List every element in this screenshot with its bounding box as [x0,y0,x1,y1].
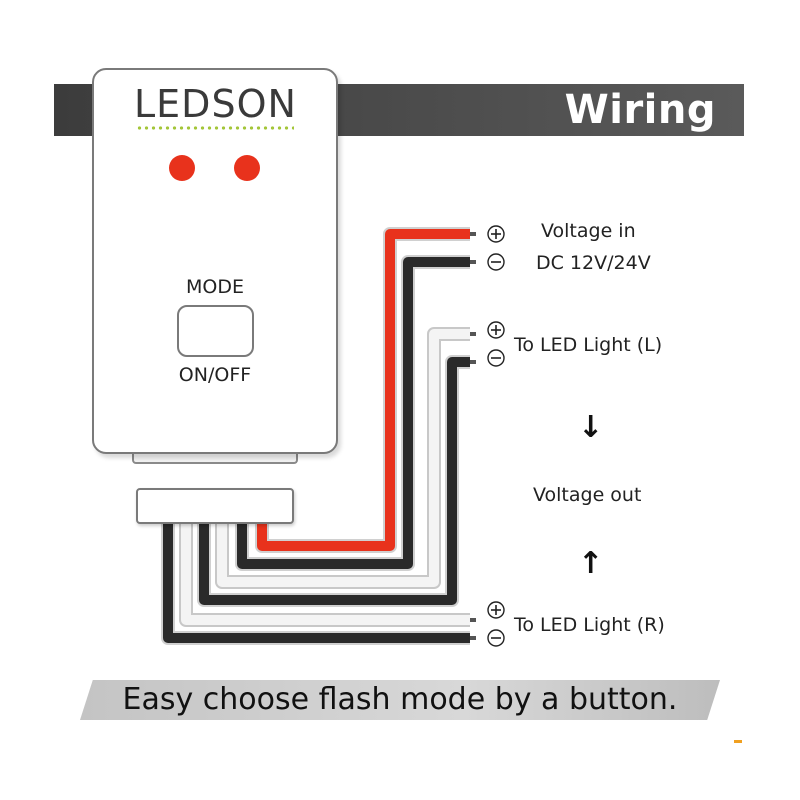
voltage-in-label: Voltage in [541,220,636,242]
polarity-plus-icon [487,601,505,619]
footer-caption: Easy choose flash mode by a button. [122,682,678,717]
wire-l-minus-core [199,357,470,605]
wire-connector [136,488,294,524]
polarity-minus-icon [487,629,505,647]
brand-accent-dots [136,126,294,130]
mode-button[interactable] [177,305,254,357]
voltage-out-label: Voltage out [533,484,642,506]
footer-bar [80,680,720,720]
mode-label: MODE [186,276,244,298]
wire-power-plus-core [257,229,470,551]
indicator-led-right [234,155,260,181]
arrow-up-icon: ↑ [578,546,604,581]
wire-l-plus-core [217,329,470,587]
wire-power-minus-core [237,257,470,569]
wire-r-plus-core [181,524,470,625]
led-left-label: To LED Light (L) [514,334,663,356]
indicator-led-left [169,155,195,181]
header-title: Wiring [564,87,716,133]
polarity-minus-icon [487,253,505,271]
polarity-plus-icon [487,321,505,339]
polarity-plus-icon [487,225,505,243]
brand-logo: LEDSON [134,82,297,126]
led-right-label: To LED Light (R) [514,614,665,636]
onoff-label: ON/OFF [178,364,252,386]
wire-r-minus-core [163,524,470,643]
polarity-minus-icon [487,349,505,367]
corner-mark [734,740,742,743]
controller-body [92,68,338,454]
arrow-down-icon: ↓ [578,410,604,445]
voltage-in-spec: DC 12V/24V [536,252,651,274]
